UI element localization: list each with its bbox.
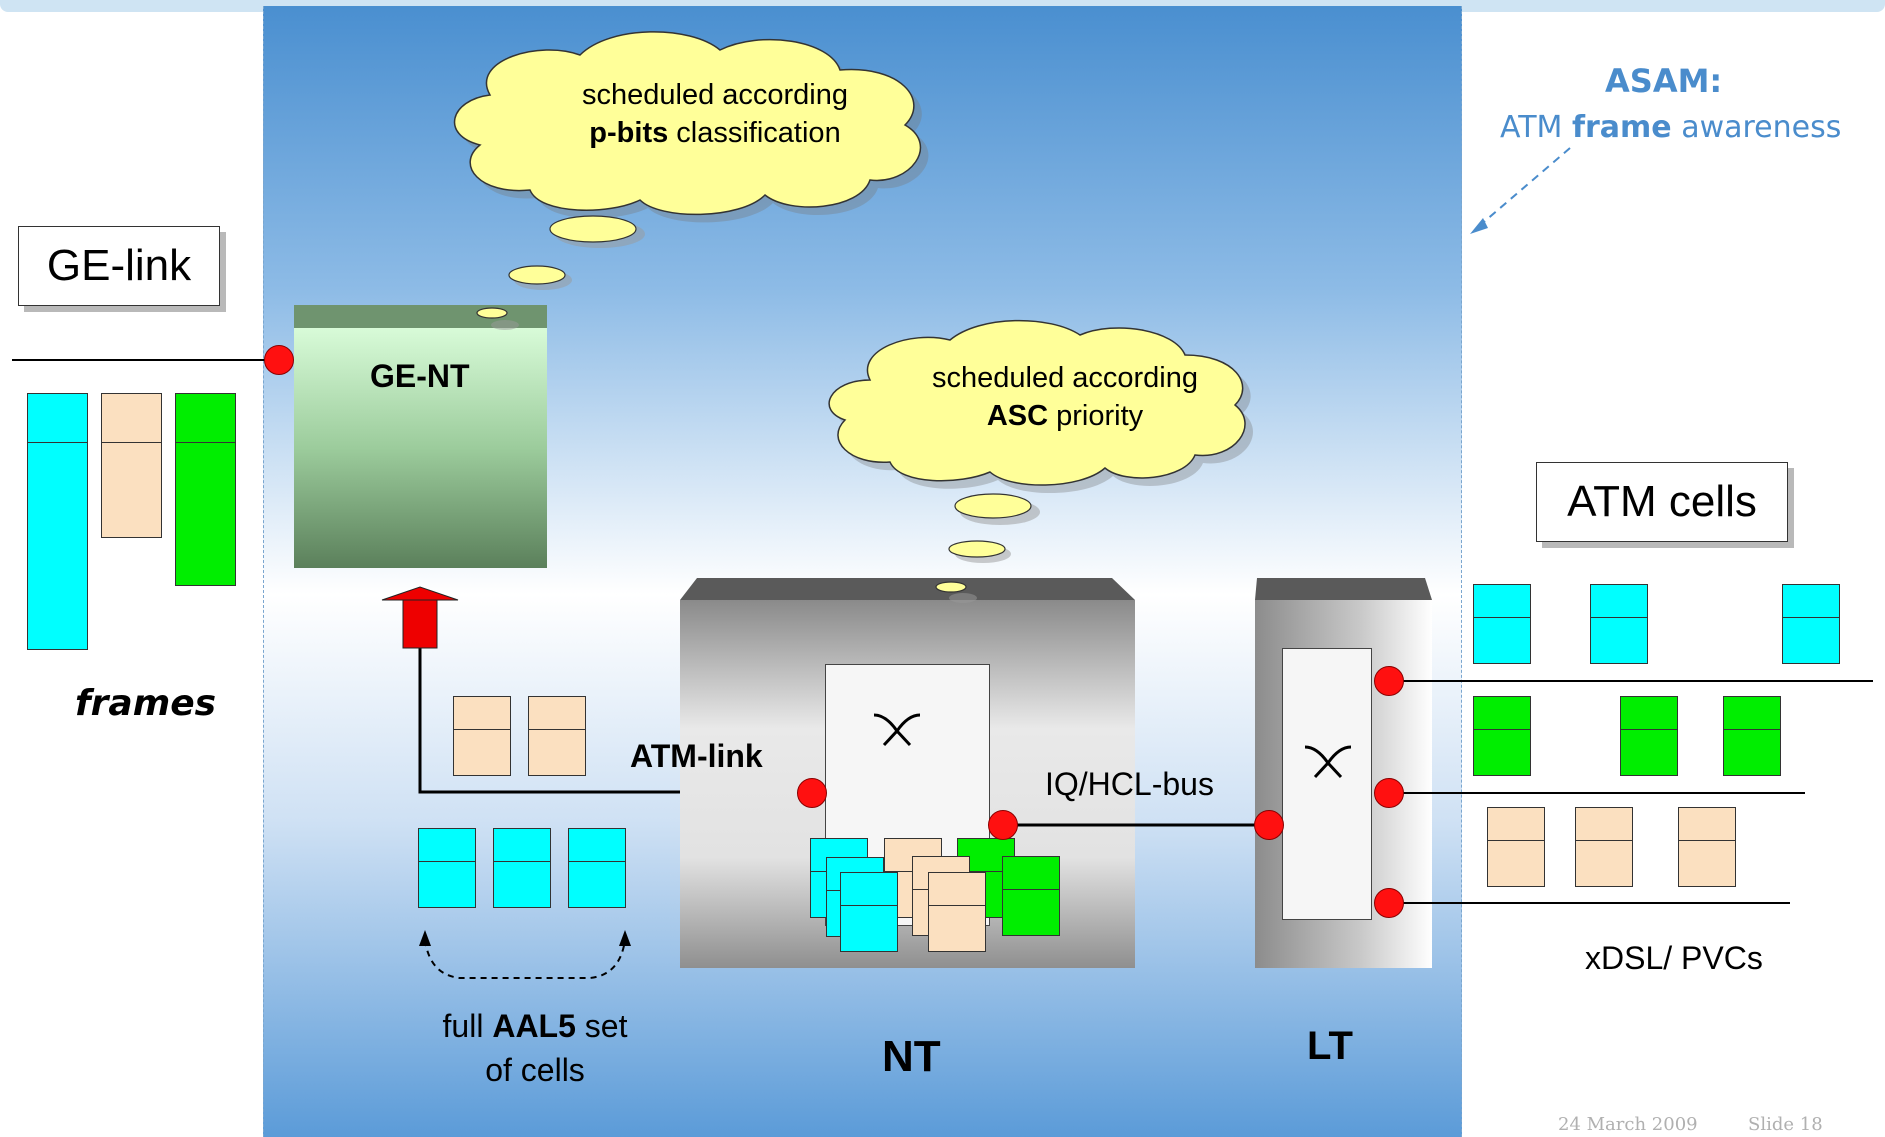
nt-cell	[840, 872, 898, 952]
ge-nt-label: GE-NT	[370, 358, 470, 394]
atm-cell	[1487, 807, 1545, 887]
cloud-pbits	[453, 31, 922, 216]
atm-cells-text: ATM cells	[1567, 477, 1757, 526]
frames-label: frames	[75, 683, 217, 724]
atm-cell	[1620, 696, 1678, 776]
port-dot	[1374, 778, 1404, 808]
nt-label: NT	[882, 1032, 941, 1081]
atm-cell	[1782, 584, 1840, 664]
atm-cells-label: ATM cells	[1536, 462, 1788, 542]
port-dot	[264, 345, 294, 375]
atm-link-cell	[453, 696, 511, 776]
nt-cell	[1002, 856, 1060, 936]
port-dot	[1374, 666, 1404, 696]
cloud-asc-bold: ASC	[986, 400, 1049, 432]
frame-bar-cyan	[27, 393, 88, 650]
cloud-pbits-bold: p-bits	[589, 117, 669, 149]
frame-bar-peach	[101, 393, 162, 538]
cloud-asc-line1: scheduled according	[931, 362, 1198, 394]
lt-switch	[1282, 648, 1372, 920]
lt-label: LT	[1307, 1024, 1353, 1068]
port-dot	[797, 778, 827, 808]
footer-date: 24 March 2009	[1558, 1114, 1698, 1135]
port-dot	[1254, 810, 1284, 840]
ge-nt-box	[294, 328, 547, 568]
atm-cell	[1473, 696, 1531, 776]
aal5-label: full AAL5 set of cells	[425, 1004, 645, 1092]
switch-icon	[1304, 745, 1352, 779]
aal5-line2: of cells	[485, 1052, 585, 1088]
asam-subtitle-post: awareness	[1671, 110, 1842, 145]
iq-hcl-bus-label: IQ/HCL-bus	[1045, 766, 1214, 802]
aal5-cell	[493, 828, 551, 908]
aal5-post: set	[575, 1008, 628, 1044]
cloud-pbits-text: scheduled according p-bits classificatio…	[530, 76, 900, 152]
port-dot	[1374, 888, 1404, 918]
cloud-asc	[828, 319, 1246, 486]
asam-subtitle: ATM frame awareness	[1500, 110, 1841, 145]
frame-bar-green	[175, 393, 236, 586]
xdsl-pvcs-label: xDSL/ PVCs	[1585, 940, 1763, 976]
atm-link-label: ATM-link	[630, 738, 763, 774]
aal5-arc	[424, 939, 626, 979]
cloud-asc-text: scheduled according ASC priority	[880, 359, 1250, 435]
lt-top	[1255, 578, 1432, 600]
switch-icon	[873, 713, 921, 747]
asam-arrow	[1477, 147, 1571, 228]
aal5-bold: AAL5	[492, 1008, 576, 1044]
cloud-pbits-post: classification	[668, 117, 841, 149]
nt-top	[680, 578, 1135, 600]
ge-link-label: GE-link	[18, 226, 220, 306]
aal5-pre: full	[442, 1008, 493, 1044]
atm-cell	[1473, 584, 1531, 664]
atm-cell	[1590, 584, 1648, 664]
asam-subtitle-bold: frame	[1571, 110, 1672, 145]
atm-link-cell	[528, 696, 586, 776]
port-dot	[988, 810, 1018, 840]
atm-cell	[1575, 807, 1633, 887]
ge-link-text: GE-link	[46, 241, 192, 290]
nt-cell	[928, 872, 986, 952]
aal5-cell	[568, 828, 626, 908]
asam-title: ASAM:	[1605, 62, 1723, 100]
asam-subtitle-pre: ATM	[1500, 110, 1572, 145]
aal5-cell	[418, 828, 476, 908]
cloud-pbits-line1: scheduled according	[581, 79, 848, 111]
footer-slide: Slide 18	[1748, 1114, 1823, 1135]
atm-cell	[1678, 807, 1736, 887]
atm-cell	[1723, 696, 1781, 776]
cloud-asc-post: priority	[1048, 400, 1144, 432]
